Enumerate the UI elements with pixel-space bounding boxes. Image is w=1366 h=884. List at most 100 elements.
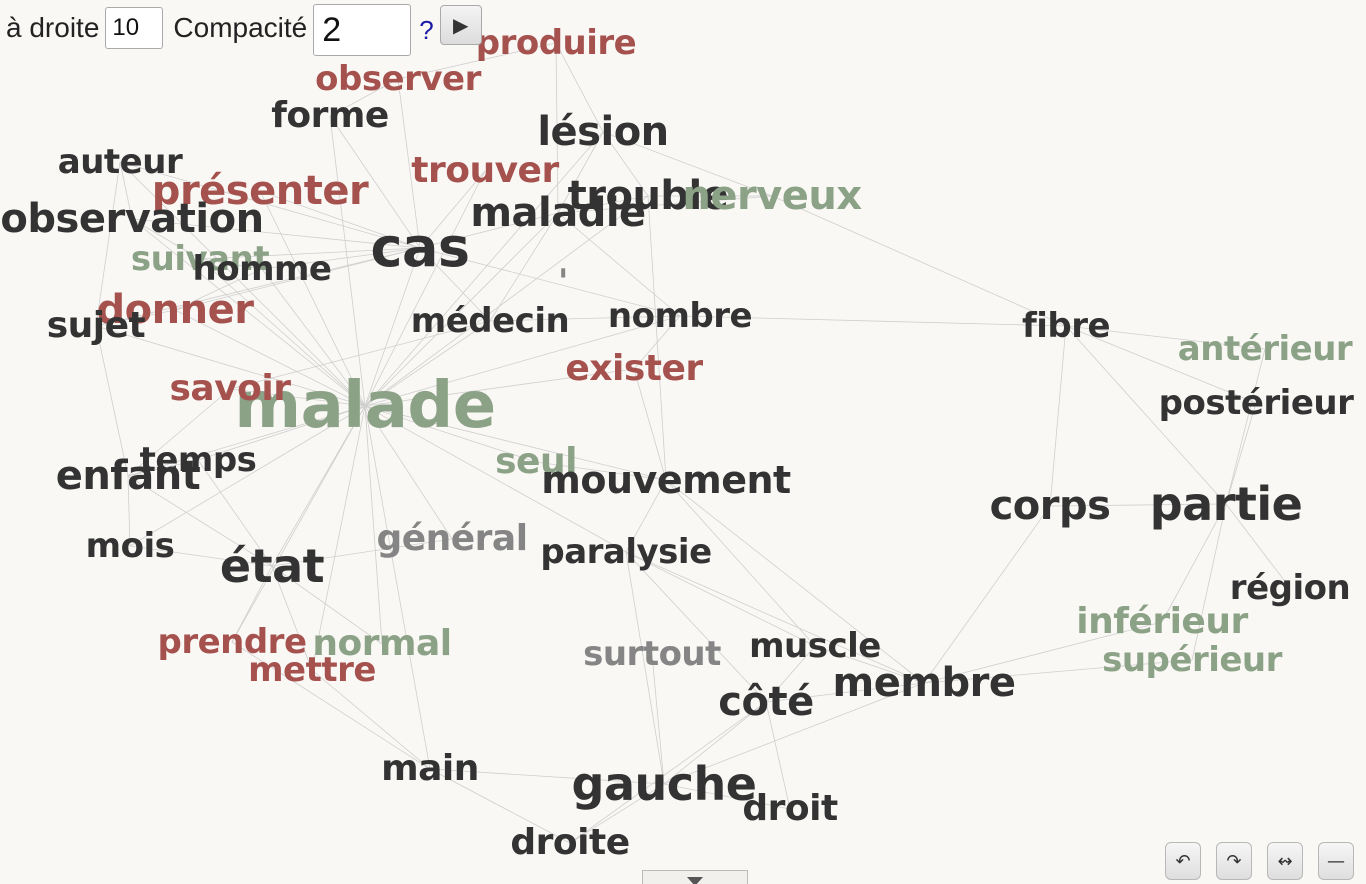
edge-sujet-auteur bbox=[95, 161, 121, 327]
word-main[interactable]: main bbox=[381, 748, 479, 789]
word-homme[interactable]: homme bbox=[192, 249, 332, 289]
edge-cas-sujet bbox=[95, 247, 421, 327]
word-region[interactable]: région bbox=[1229, 568, 1351, 608]
word-gauche[interactable]: gauche bbox=[571, 757, 757, 811]
word-observation[interactable]: observation bbox=[0, 196, 264, 242]
edge-observer-produire bbox=[397, 42, 557, 80]
word-cas[interactable]: cas bbox=[370, 216, 470, 279]
word-lesion[interactable]: lésion bbox=[537, 109, 669, 155]
word-inferieur[interactable]: inférieur bbox=[1076, 601, 1248, 642]
word-apostrophe[interactable]: ' bbox=[558, 262, 568, 302]
word-corps[interactable]: corps bbox=[989, 483, 1111, 529]
edge-antérieur-partie bbox=[1225, 348, 1266, 505]
word-donner[interactable]: donner bbox=[96, 287, 254, 333]
word-presenter[interactable]: présenter bbox=[151, 168, 369, 214]
edge-mouvement-muscle bbox=[665, 479, 816, 647]
edge-main-droite bbox=[429, 768, 571, 844]
word-surtout[interactable]: surtout bbox=[583, 634, 721, 674]
word-cote[interactable]: côté bbox=[718, 679, 814, 725]
edge-malade-auteur bbox=[119, 161, 366, 407]
word-normal[interactable]: normal bbox=[312, 623, 452, 664]
word-forme[interactable]: forme bbox=[271, 95, 389, 136]
edge-état-temps bbox=[197, 459, 273, 567]
word-produire[interactable]: produire bbox=[475, 23, 637, 63]
edge-cas-maladie bbox=[419, 212, 559, 249]
edge-enfant-savoir bbox=[127, 388, 231, 477]
word-membre[interactable]: membre bbox=[832, 660, 1016, 706]
edge-gauche-surtout bbox=[651, 653, 665, 785]
edge-malade-mois bbox=[129, 405, 366, 547]
minus-icon: — bbox=[1327, 850, 1345, 872]
word-anterieur[interactable]: antérieur bbox=[1177, 329, 1353, 369]
edge-malade-suivant bbox=[199, 258, 366, 407]
word-observer[interactable]: observer bbox=[315, 59, 481, 99]
edge-fibre-partie bbox=[1065, 325, 1227, 505]
right-count-input[interactable] bbox=[105, 7, 164, 49]
play-button[interactable]: ▶ bbox=[439, 5, 482, 45]
word-general[interactable]: général bbox=[376, 518, 528, 559]
word-mouvement[interactable]: mouvement bbox=[541, 458, 791, 502]
word-medecin[interactable]: médecin bbox=[410, 301, 570, 341]
right-label: à droite bbox=[6, 12, 100, 43]
word-mettre[interactable]: mettre bbox=[248, 650, 376, 690]
word-muscle[interactable]: muscle bbox=[749, 626, 881, 666]
word-maladie[interactable]: maladie bbox=[470, 190, 646, 236]
word-enfant[interactable]: enfant bbox=[55, 453, 201, 499]
word-seul[interactable]: seul bbox=[495, 441, 577, 482]
edge-cas-observer bbox=[397, 78, 421, 249]
edge-état-prendre bbox=[231, 565, 273, 643]
word-fibre[interactable]: fibre bbox=[1021, 306, 1111, 346]
edge-maladie-lésion bbox=[557, 131, 604, 214]
edge-paralysie-muscle bbox=[625, 551, 816, 647]
word-suivant[interactable]: suivant bbox=[130, 239, 270, 279]
word-exister[interactable]: exister bbox=[565, 348, 703, 389]
edge-malade-paralysie bbox=[364, 405, 627, 553]
edge-mouvement-exister bbox=[633, 368, 667, 481]
word-malade[interactable]: malade bbox=[234, 369, 496, 443]
collapse-panel-tab[interactable] bbox=[642, 870, 748, 884]
undo-icon: ↶ bbox=[1175, 850, 1191, 872]
word-mois[interactable]: mois bbox=[85, 526, 175, 566]
word-temps[interactable]: temps bbox=[139, 440, 257, 480]
edge-état-mettre bbox=[271, 565, 313, 671]
edge-gauche-droite bbox=[569, 783, 665, 844]
word-partie[interactable]: partie bbox=[1149, 477, 1303, 531]
word-droite[interactable]: droite bbox=[510, 822, 630, 863]
edge-malade-trouble bbox=[364, 195, 649, 407]
edge-malade-général bbox=[364, 405, 453, 540]
minimize-button[interactable]: — bbox=[1318, 842, 1354, 880]
word-superieur[interactable]: supérieur bbox=[1102, 640, 1282, 680]
edge-inférieur-membre bbox=[923, 621, 1163, 684]
word-trouble[interactable]: trouble bbox=[567, 173, 729, 219]
edge-gauche-main bbox=[429, 768, 665, 785]
word-sujet[interactable]: sujet bbox=[46, 305, 146, 346]
word-nombre[interactable]: nombre bbox=[607, 296, 753, 336]
word-prendre[interactable]: prendre bbox=[157, 622, 307, 662]
word-auteur[interactable]: auteur bbox=[57, 142, 183, 182]
word-posterieur[interactable]: postérieur bbox=[1158, 383, 1354, 423]
edge-malade-prendre bbox=[231, 405, 366, 643]
edge-trouble-lésion bbox=[602, 131, 649, 197]
edge-mouvement-seul bbox=[535, 461, 667, 481]
graph-toolbar: à droite Compacité ? ▶ bbox=[0, 0, 482, 56]
word-nerveux[interactable]: nerveux bbox=[682, 173, 862, 219]
compactness-input[interactable] bbox=[313, 4, 412, 56]
word-droit[interactable]: droit bbox=[742, 788, 838, 829]
expand-button[interactable]: ↭ bbox=[1267, 842, 1303, 880]
edge-malade-temps bbox=[197, 405, 366, 461]
word-etat[interactable]: état bbox=[219, 539, 325, 593]
edge-partie-région bbox=[1225, 503, 1291, 589]
edge-homme-donner bbox=[174, 268, 263, 311]
redo-button[interactable]: ↷ bbox=[1216, 842, 1252, 880]
edge-médecin-savoir bbox=[229, 320, 491, 390]
undo-button[interactable]: ↶ bbox=[1165, 842, 1201, 880]
expand-horizontal-icon: ↭ bbox=[1277, 850, 1293, 872]
edge-cas-présenter bbox=[259, 190, 421, 249]
help-link[interactable]: ? bbox=[419, 14, 434, 45]
word-paralysie[interactable]: paralysie bbox=[540, 532, 712, 572]
edge-sujet-donner bbox=[95, 309, 176, 327]
word-savoir[interactable]: savoir bbox=[169, 368, 291, 409]
word-trouver[interactable]: trouver bbox=[411, 150, 559, 191]
edge-côté-paralysie bbox=[625, 551, 767, 703]
